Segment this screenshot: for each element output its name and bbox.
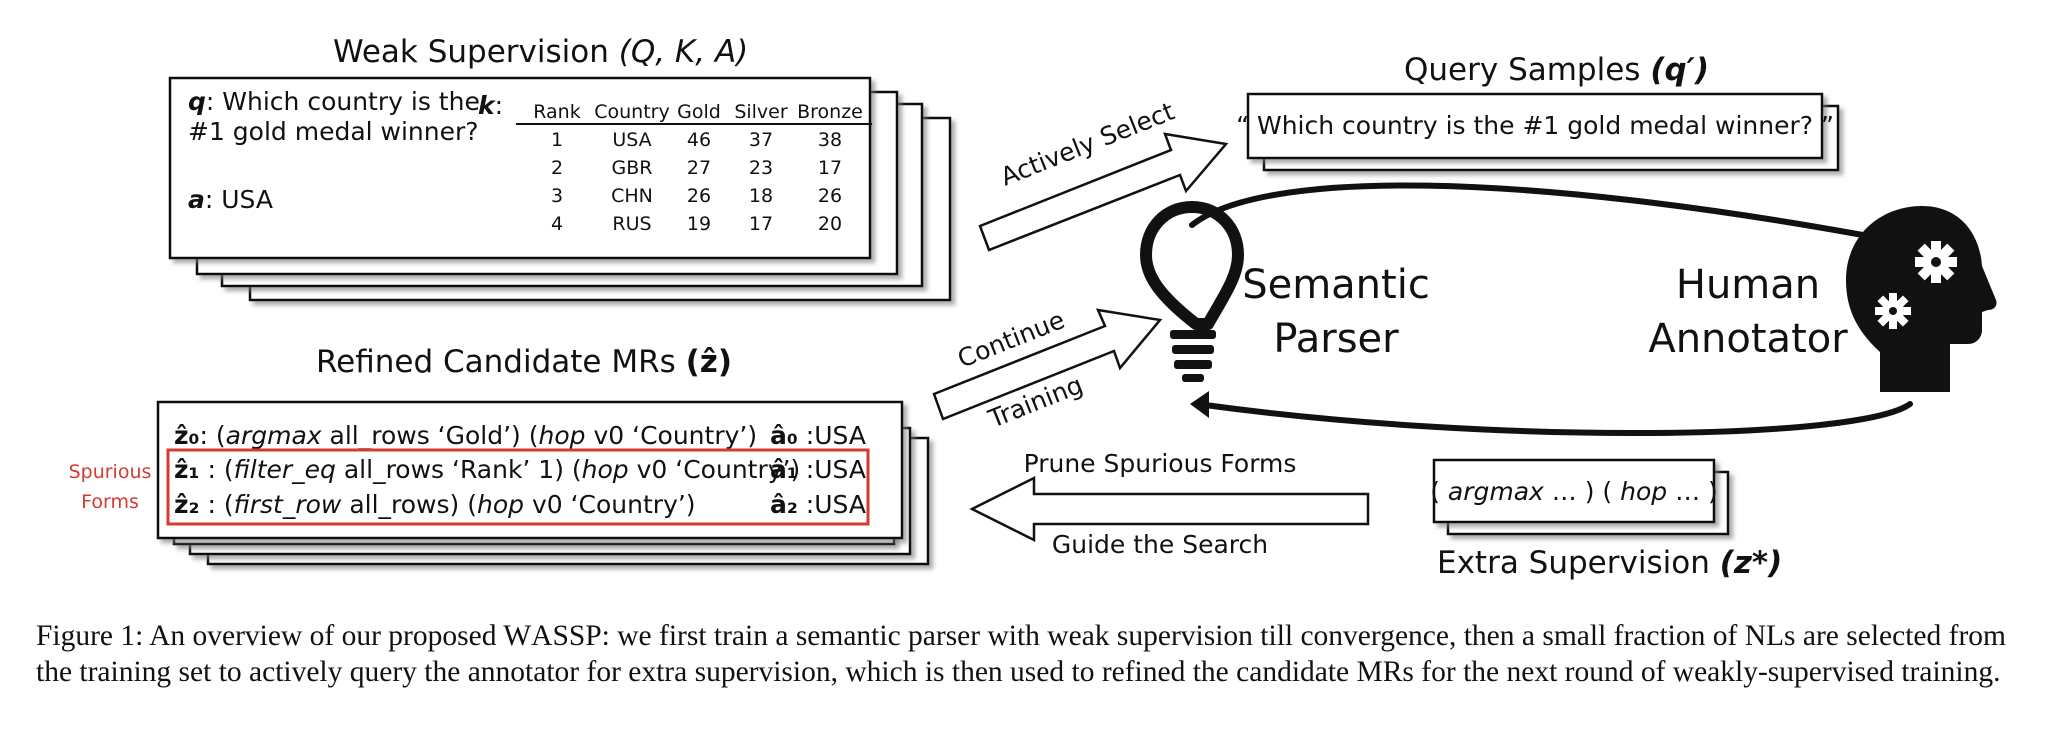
head-gears-icon [1846, 206, 1997, 392]
table-header-gold: Gold [677, 101, 721, 123]
answer-line: a: USA [188, 185, 273, 214]
prune-label: Prune Spurious Forms [1024, 449, 1297, 478]
extra-supervision-example: ( argmax … ) ( hop … ) [1430, 477, 1718, 506]
candidate-answer: â₂ :USA [770, 490, 866, 519]
table-cell: 38 [818, 129, 842, 151]
query-samples-title: Query Samples (q′) [1404, 52, 1709, 88]
candidate-answer: â₀ :USA [770, 421, 866, 450]
candidate-mr-row: ẑ₂ : (first_row all_rows) (hop v0 ‘Count… [174, 490, 696, 519]
query-sample-text: “ Which country is the #1 gold medal win… [1236, 111, 1834, 140]
table-cell: 18 [749, 185, 773, 207]
guide-label: Guide the Search [1052, 530, 1268, 559]
candidate-mr-row: ẑ₁ : (filter_eq all_rows ‘Rank’ 1) (hop … [174, 455, 800, 484]
weak-supervision-title: Weak Supervision (Q, K, A) [333, 34, 748, 70]
table-header-rank: Rank [533, 101, 580, 123]
table-cell: 17 [749, 213, 773, 235]
table-cell: 23 [749, 157, 773, 179]
parser-label-line-1: Semantic [1242, 262, 1430, 308]
annotator-label-line-1: Human [1676, 262, 1820, 308]
table-cell: 20 [818, 213, 842, 235]
table-header-silver: Silver [734, 101, 788, 123]
table-cell: 19 [687, 213, 711, 235]
annotator-label-line-2: Annotator [1648, 316, 1848, 362]
extra-supervision-panel: ( argmax … ) ( hop … ) Extra Supervision… [1430, 458, 1782, 581]
spurious-label-line-1: Spurious [69, 461, 152, 483]
refined-candidates-title: Refined Candidate MRs (ẑ) [316, 344, 732, 380]
question-line-2: #1 gold medal winner? [188, 117, 479, 146]
table-cell: CHN [611, 185, 653, 207]
refined-candidates-card [156, 400, 904, 540]
table-cell: 26 [687, 185, 711, 207]
candidate-answer: â₁ :USA [770, 455, 866, 484]
question-line-1: q: Which country is the [188, 87, 480, 116]
table-cell: 37 [749, 129, 773, 151]
weak-supervision-card [168, 76, 872, 260]
figure-caption: Figure 1: An overview of our proposed WA… [36, 620, 2006, 688]
table-header-country: Country [594, 101, 669, 123]
table-cell: 17 [818, 157, 842, 179]
candidate-mr-row: ẑ₀: (argmax all_rows ‘Gold’) (hop v0 ‘Co… [174, 421, 757, 450]
weak-supervision-panel: Weak Supervision (Q, K, A) q: Which coun… [168, 34, 952, 302]
table-cell: 1 [551, 129, 563, 151]
feedback-cycle-arc [1190, 391, 1913, 437]
query-sample-card [1246, 92, 1824, 160]
continue-training-arrow: Continue Training [932, 305, 1163, 434]
semantic-parser-node: Semantic Parser [1140, 201, 1430, 382]
table-cell: 2 [551, 157, 563, 179]
actively-select-arrow: Actively Select [978, 96, 1229, 252]
table-cell: GBR [612, 157, 653, 179]
table-cell: USA [612, 129, 651, 151]
parser-label-line-2: Parser [1273, 316, 1399, 362]
knowledge-label: k: [478, 91, 503, 120]
refined-candidates-panel: Refined Candidate MRs (ẑ) ẑ₀: (argmax al… [69, 344, 930, 566]
knowledge-table: Rank Country Gold Silver Bronze 1 USA 46 37 38 2 GB… [516, 101, 872, 235]
table-cell: 27 [687, 157, 711, 179]
prune-guide-arrow: Prune Spurious Forms Guide the Search [969, 449, 1370, 559]
table-cell: RUS [612, 213, 651, 235]
table-cell: 3 [551, 185, 563, 207]
table-header-bronze: Bronze [797, 101, 863, 123]
query-samples-panel: Query Samples (q′) “ Which country is th… [1236, 52, 1840, 172]
table-cell: 4 [551, 213, 563, 235]
lightbulb-icon [1140, 201, 1244, 382]
spurious-label-line-2: Forms [81, 491, 139, 513]
extra-supervision-title: Extra Supervision (z*) [1437, 545, 1782, 581]
candidate-mr-list: ẑ₀: (argmax all_rows ‘Gold’) (hop v0 ‘Co… [174, 421, 866, 519]
query-cycle-arc [1189, 182, 1910, 252]
table-cell: 46 [687, 129, 711, 151]
extra-supervision-card [1432, 458, 1716, 524]
spurious-forms-highlight [166, 448, 870, 526]
table-cell: 26 [818, 185, 842, 207]
human-annotator-node: Human Annotator [1648, 206, 1997, 392]
